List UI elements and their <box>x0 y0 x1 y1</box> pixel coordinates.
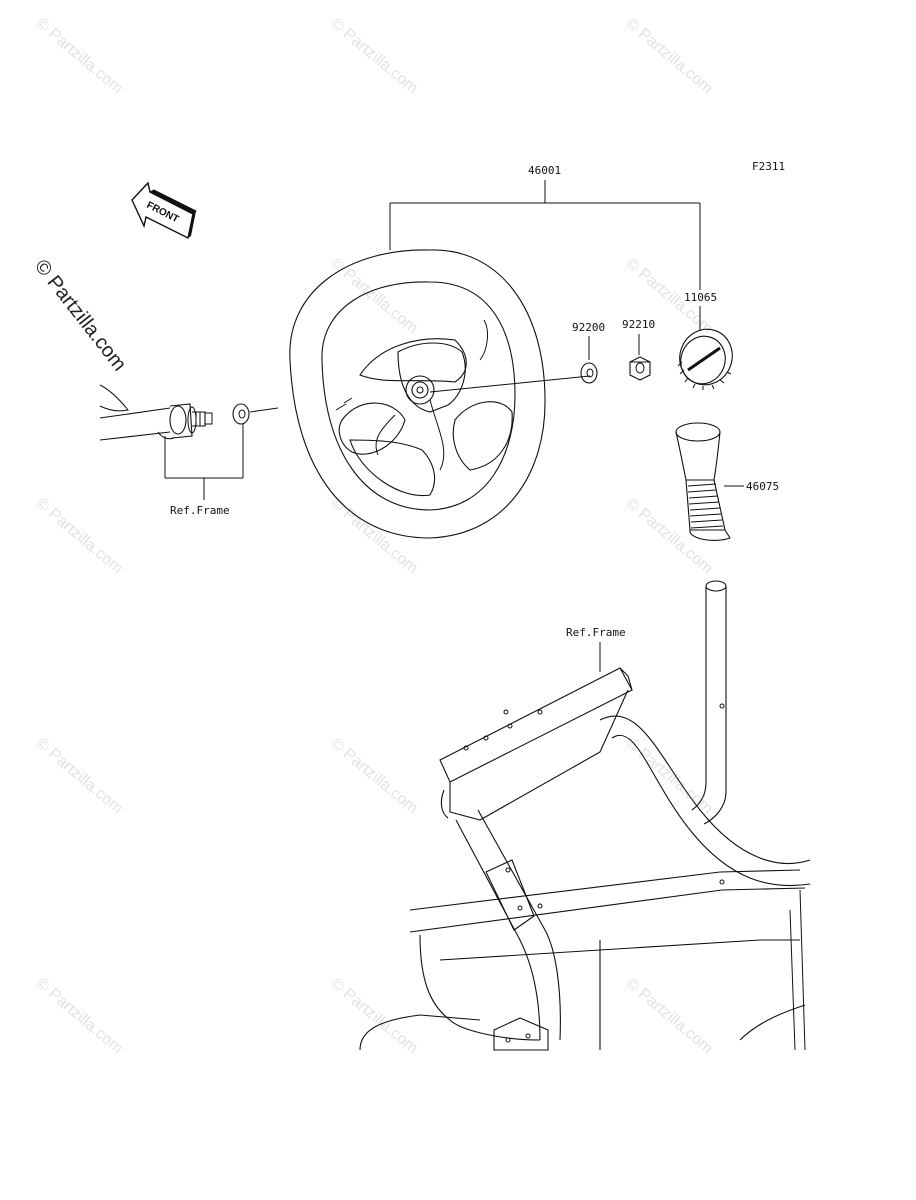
side-watermark: © Partzilla.com <box>30 256 130 376</box>
label-11065: 11065 <box>684 291 717 304</box>
watermark: © Partzilla.com <box>32 735 126 817</box>
steering-wheel <box>289 249 546 539</box>
watermark: © Partzilla.com <box>32 495 126 577</box>
frame-assembly: Ref.Frame <box>359 580 811 1051</box>
watermark: © Partzilla.com <box>327 735 421 817</box>
watermark: © Partzilla.com <box>32 975 126 1057</box>
label-92200: 92200 <box>572 321 605 334</box>
steering-shaft-46075: 46075 <box>675 422 779 541</box>
steering-column-stub: Ref.Frame <box>99 384 279 517</box>
label-ref-frame-lower: Ref.Frame <box>566 626 626 639</box>
figure-code: F2311 <box>752 160 785 173</box>
nut-92210: 92210 <box>622 318 655 381</box>
front-arrow-icon: FRONT <box>131 181 197 240</box>
assembly-axis <box>429 375 591 393</box>
watermark: © Partzilla.com <box>327 975 421 1057</box>
watermark: © Partzilla.com <box>327 255 421 337</box>
label-92210: 92210 <box>622 318 655 331</box>
watermark: © Partzilla.com <box>622 495 716 577</box>
cap-11065: 11065 <box>677 291 733 390</box>
washer-92200: 92200 <box>572 321 605 384</box>
label-46001: 46001 <box>528 164 561 177</box>
watermark: © Partzilla.com <box>327 15 421 97</box>
label-ref-frame-upper: Ref.Frame <box>170 504 230 517</box>
assembly-bracket-46001: 46001 <box>389 164 701 290</box>
watermark-layer: © Partzilla.com © Partzilla.com © Partzi… <box>32 15 716 1057</box>
watermark: © Partzilla.com <box>622 975 716 1057</box>
watermark: © Partzilla.com <box>32 15 126 97</box>
label-46075: 46075 <box>746 480 779 493</box>
watermark: © Partzilla.com <box>622 15 716 97</box>
